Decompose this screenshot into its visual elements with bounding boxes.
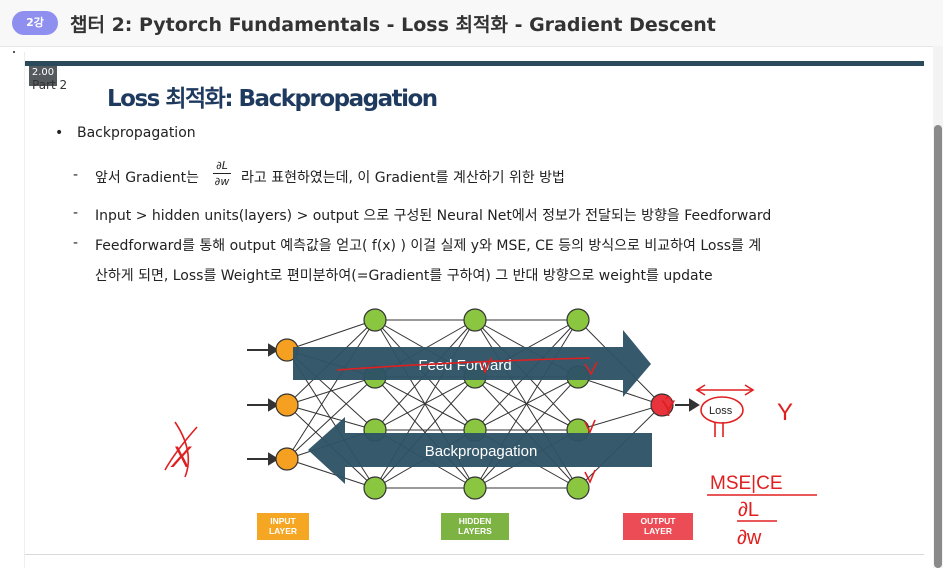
lecture-header: 2강 챕터 2: Pytorch Fundamentals - Loss 최적화… [0,0,943,47]
lecture-title: 챕터 2: Pytorch Fundamentals - Loss 최적화 - … [70,14,716,36]
hw-y-hat: Ŷ [661,396,676,421]
sub-line-1: - 앞서 Gradient는 ∂L ∂w 라고 표현하였는데, 이 Gradie… [73,159,565,188]
output-layer-label-2: LAYER [644,526,672,536]
input-layer-label-2: LAYER [269,526,297,536]
hw-mse-ce: MSE|CE [710,473,783,494]
feed-forward-arrow [293,330,651,397]
handwriting-annotations [164,357,817,522]
bullet-heading: Backpropagation [55,125,196,141]
backprop-arrow [308,417,652,484]
marker-dot [13,51,15,53]
slide-top-bar [25,61,924,66]
backprop-label: Backpropagation [425,443,538,460]
hw-x: X [170,441,192,474]
output-layer-label-1: OUTPUT [641,516,677,526]
hw-dw: ∂w [737,527,762,549]
lecture-badge: 2강 [12,11,58,35]
output-layer-box [623,513,693,540]
scrollbar-thumb[interactable] [934,125,942,568]
input-layer-label-1: INPUT [270,516,296,526]
input-layer-box [257,513,309,540]
hidden-layer-label-1: HIDDEN [459,516,492,526]
gradient-fraction: ∂L ∂w [213,159,231,188]
input-arrows [247,343,700,466]
hidden-layer-box [441,513,509,540]
part-label: Part 2 [32,78,68,92]
hw-y: Y [777,399,793,426]
hw-loss: Loss [709,405,733,417]
slide-bottom-line [25,554,924,555]
nn-diagram: Feed Forward Backpropagation INPUT LAYER… [164,308,817,549]
playback-speed[interactable]: 2.00 [29,66,57,86]
hw-dl: ∂L [738,499,759,521]
slide-title: Loss 최적화: Backpropagation [107,86,438,112]
hidden-layer-label-2: LAYERS [458,526,492,536]
feed-forward-label: Feed Forward [418,357,511,374]
slide-viewer[interactable]: 2.00 Part 2 Loss 최적화: Backpropagation Ba… [24,52,924,568]
